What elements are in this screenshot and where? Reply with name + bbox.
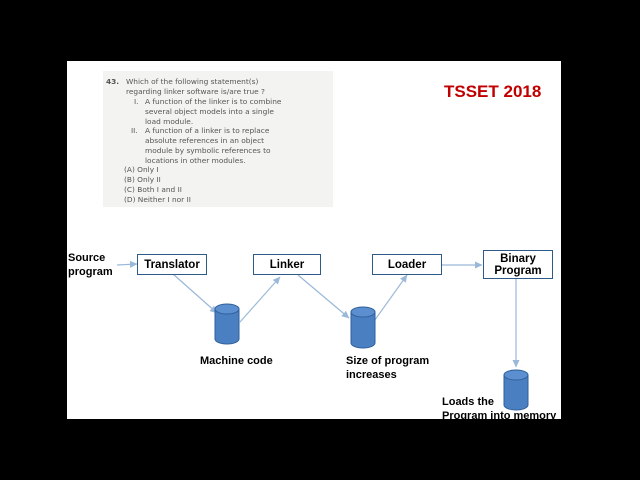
statement-2-line-3: module by symbolic references to xyxy=(145,146,271,155)
option-c: (C) Both I and II xyxy=(124,185,182,194)
question-scan xyxy=(103,71,333,207)
statement-1-line-1: A function of the linker is to combine xyxy=(145,97,282,106)
question-number: 43. xyxy=(106,77,120,86)
statement-2-line-4: locations in other modules. xyxy=(145,156,246,165)
binary-program-box: Binary Program xyxy=(483,250,553,279)
arrow-size-loader xyxy=(371,274,408,325)
arrow-translator-machine-code xyxy=(172,273,218,314)
arrow-machine-code-linker xyxy=(239,276,281,323)
question-line-2: regarding linker software is/are true ? xyxy=(126,87,265,96)
option-b: (B) Only II xyxy=(124,175,161,184)
option-d: (D) Neither I nor II xyxy=(124,195,191,204)
program-size-cylinder xyxy=(350,306,376,349)
loads-into-memory-label: Loads the Program into memory xyxy=(442,396,557,419)
loader-box: Loader xyxy=(372,254,442,275)
statement-2-line-2: absolute references in an object xyxy=(145,136,265,145)
statement-2-number: II. xyxy=(131,126,138,135)
arrow-linker-size xyxy=(297,274,350,319)
slide-title: TSSET 2018 xyxy=(444,82,542,101)
statement-1-line-3: load module. xyxy=(145,117,194,126)
translator-box: Translator xyxy=(137,254,207,275)
machine-code-cylinder xyxy=(214,303,240,345)
source-program-label: Source program xyxy=(68,252,113,278)
statement-1-line-2: several object models into a single xyxy=(145,107,274,116)
machine-code-label: Machine code xyxy=(200,355,273,367)
statement-2-line-1: A function of a linker is to replace xyxy=(145,126,270,135)
size-increases-label: Size of program increases xyxy=(346,355,430,381)
option-a: (A) Only I xyxy=(124,165,159,174)
linker-box: Linker xyxy=(253,254,321,275)
loader-label: Loader xyxy=(387,258,427,271)
memory-cylinder xyxy=(503,369,529,411)
flow-diagram xyxy=(116,260,529,411)
statement-1-number: I. xyxy=(134,97,139,106)
question-line-1: Which of the following statement(s) xyxy=(126,77,259,86)
slide: 43. Which of the following statement(s) … xyxy=(67,61,561,419)
arrow-source-translator xyxy=(116,260,138,268)
